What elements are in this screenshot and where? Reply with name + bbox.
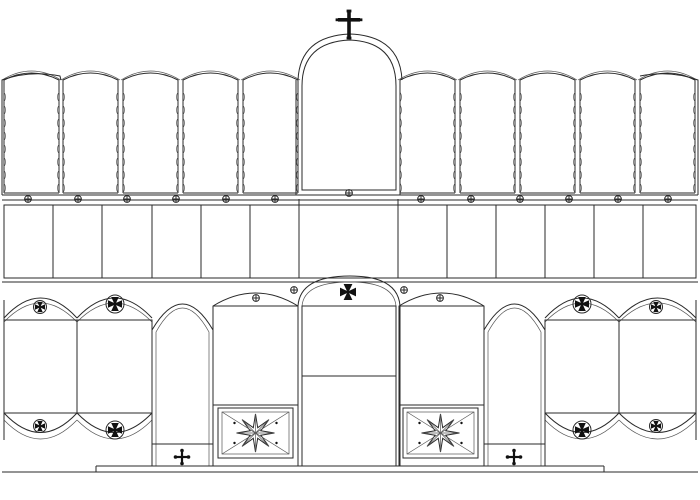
cross-pattee-icon	[105, 294, 125, 314]
cross-pommee-icon	[505, 448, 523, 466]
cross-pommee-icon	[173, 448, 191, 466]
circled-cross-icon	[290, 286, 298, 294]
lower-side-panel	[618, 297, 697, 440]
upper-icon-panel	[457, 70, 518, 194]
lower-doors-tier	[2, 275, 698, 473]
circled-cross-icon	[123, 195, 131, 203]
circled-cross-icon	[271, 195, 279, 203]
icon-bay	[398, 292, 485, 466]
upper-icon-panel	[397, 70, 458, 194]
cross-pattee-icon	[33, 419, 47, 433]
deacon-door	[483, 303, 546, 466]
upper-icon-panel	[180, 70, 241, 194]
circled-cross-icon	[24, 195, 32, 203]
cross-pattee-icon	[33, 300, 47, 314]
circled-cross-icon	[222, 195, 230, 203]
circled-cross-icon	[467, 195, 475, 203]
lower-side-panel	[76, 297, 153, 440]
cross-pattee-icon	[340, 284, 356, 300]
upper-icon-panel	[60, 70, 121, 194]
circled-cross-icon	[614, 195, 622, 203]
cross-pattee-icon	[649, 300, 663, 314]
middle-panel-tier	[2, 199, 698, 283]
central-arch-posts	[295, 80, 401, 195]
icon-bay	[212, 292, 299, 466]
circled-cross-icon	[400, 286, 408, 294]
cross-pattee-icon	[649, 419, 663, 433]
cross-ornaments	[24, 9, 672, 466]
circled-cross-icon	[516, 195, 524, 203]
star-rosette-icon	[217, 407, 294, 459]
upper-icon-panel	[637, 70, 698, 194]
circled-cross-icon	[172, 195, 180, 203]
upper-icon-tier	[1, 33, 699, 201]
circled-cross-icon	[436, 294, 444, 302]
upper-icon-panel	[1, 70, 62, 194]
upper-icon-panel	[120, 70, 181, 194]
upper-right-edge	[639, 73, 699, 195]
central-arch-inner	[301, 39, 397, 191]
upper-icon-panel	[577, 70, 638, 194]
deacon-door	[151, 303, 214, 466]
royal-doors	[297, 275, 401, 467]
middle-frame	[3, 204, 697, 279]
upper-left-edge	[1, 73, 62, 195]
circled-cross-icon	[345, 189, 353, 197]
circled-cross-icon	[417, 195, 425, 203]
cross-pattee-icon	[105, 420, 125, 440]
upper-icon-panel	[517, 70, 578, 194]
central-arch-outer	[297, 33, 403, 81]
star-rosette-icon	[402, 407, 479, 459]
circled-cross-icon	[565, 195, 573, 203]
cross-pattee-icon	[572, 294, 592, 314]
circled-cross-icon	[74, 195, 82, 203]
circled-cross-icon	[252, 294, 260, 302]
circled-cross-icon	[664, 195, 672, 203]
lower-side-panel	[3, 297, 78, 440]
latin-cross-icon	[335, 9, 363, 40]
lower-side-panel	[544, 297, 620, 440]
upper-icon-panel	[240, 70, 301, 194]
cross-pattee-icon	[572, 420, 592, 440]
